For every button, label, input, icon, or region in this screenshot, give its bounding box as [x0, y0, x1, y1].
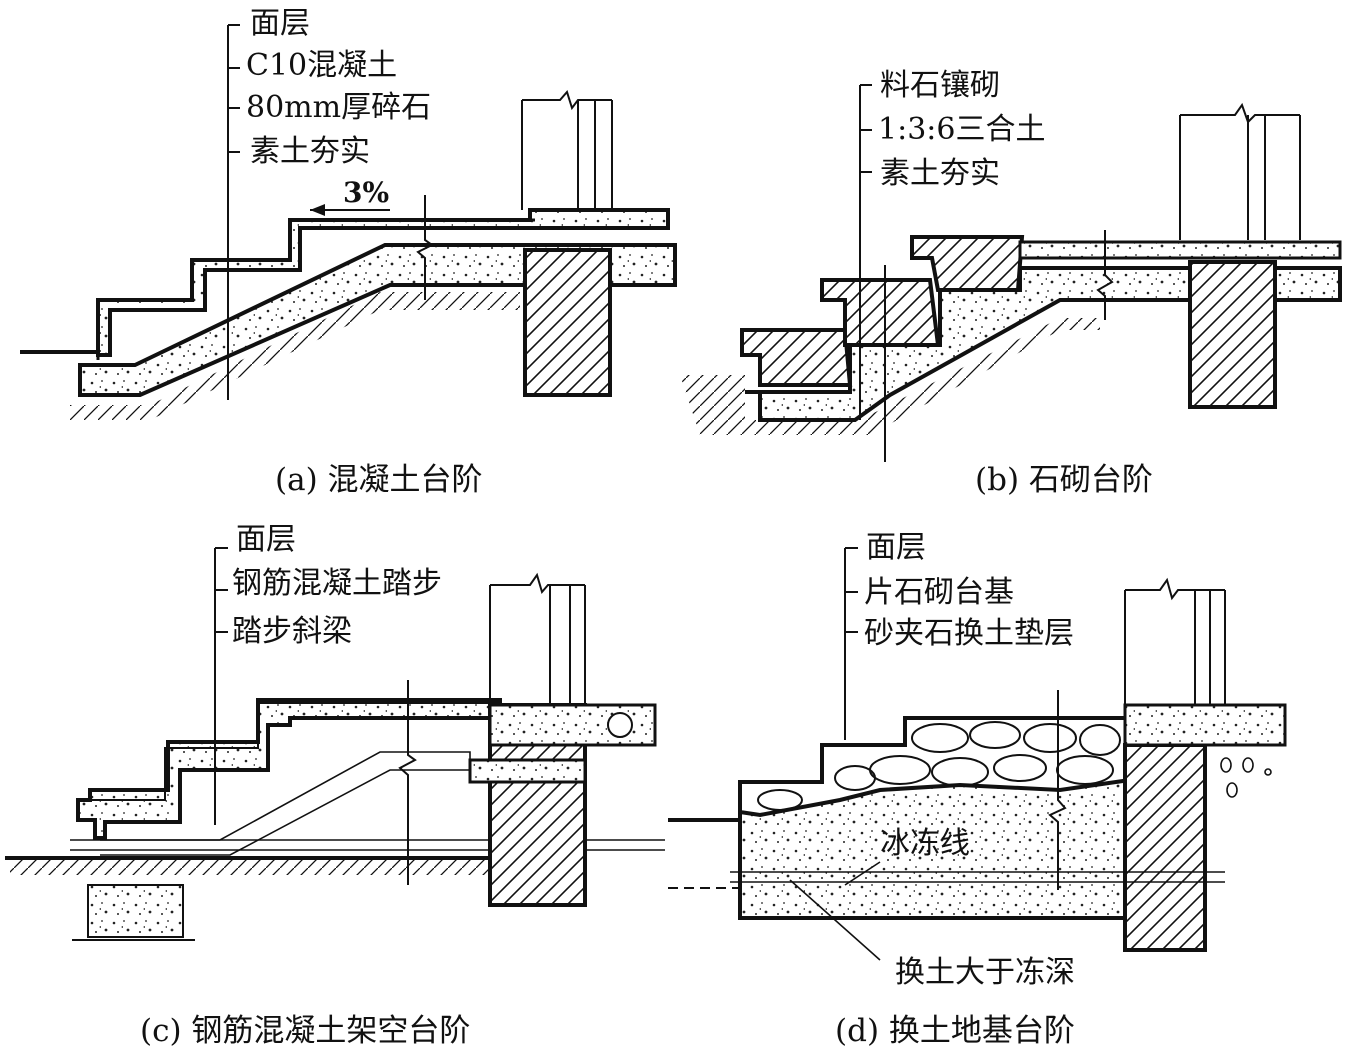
panel-c-layer-1: 面层	[236, 522, 296, 557]
earth-hatch-a	[70, 292, 520, 420]
panel-b-layer-1: 料石镶砌	[880, 68, 1000, 103]
earth-hatch-b	[680, 318, 1100, 435]
panel-c-layer-3: 踏步斜梁	[232, 614, 352, 649]
panel-a-layer-4: 素土夯实	[250, 134, 370, 169]
panel-d-caption: (d) 换土地基台阶	[835, 1013, 1075, 1049]
panel-d-drawing	[668, 547, 1287, 961]
panel-b-layer-3: 素土夯实	[880, 156, 1000, 191]
stone-block-2	[820, 278, 941, 347]
panel-c-layer-2: 钢筋混凝土踏步	[232, 566, 442, 601]
footing-c	[87, 884, 184, 938]
panel-a-layer-2: C10混凝土	[246, 48, 398, 83]
earth-hatch-c	[10, 860, 490, 875]
replacement-note: 换土大于冻深	[895, 955, 1075, 990]
panel-d-layer-3: 砂夹石换土垫层	[864, 616, 1074, 651]
rubble-stones	[757, 721, 1121, 811]
panel-a-caption: (a) 混凝土台阶	[275, 462, 483, 498]
panel-a-drawing	[20, 24, 677, 420]
panel-a-layer-3: 80mm厚碎石	[246, 90, 432, 125]
panel-b-layer-2: 1:3:6三合土	[878, 112, 1046, 147]
panel-a-slope: 3%	[343, 176, 390, 209]
stone-block-3	[910, 235, 1025, 292]
panel-c-drawing	[5, 547, 665, 941]
wall-d	[1123, 743, 1207, 952]
panel-d-layer-1: 面层	[866, 530, 926, 565]
panel-b-drawing	[680, 84, 1342, 462]
frost-line-label: 冰冻线	[880, 826, 970, 861]
panel-a-layer-1: 面层	[250, 6, 310, 41]
stone-block-1	[740, 328, 853, 387]
panel-b-caption: (b) 石砌台阶	[975, 462, 1153, 498]
wall-b	[1188, 260, 1277, 409]
panel-c-caption: (c) 钢筋混凝土架空台阶	[140, 1013, 471, 1049]
stair-c	[76, 698, 502, 840]
wall-a	[523, 248, 612, 397]
panel-d-layer-2: 片石砌台基	[864, 575, 1014, 610]
